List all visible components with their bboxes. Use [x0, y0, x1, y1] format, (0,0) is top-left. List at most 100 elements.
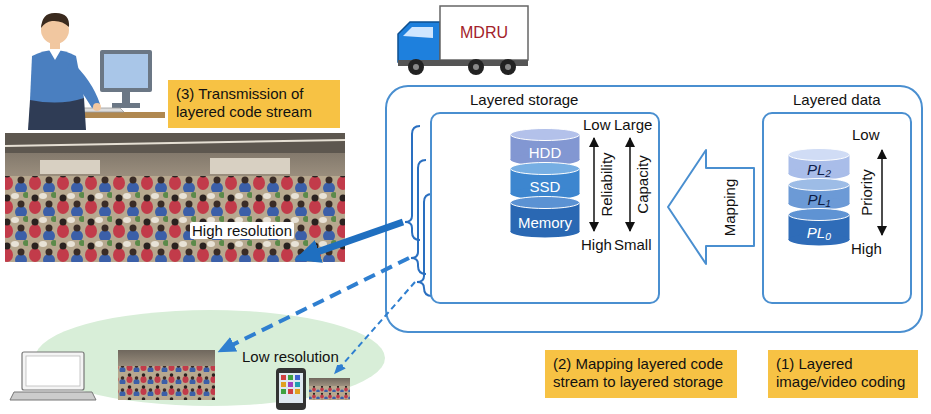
- truck-figure-part: [505, 64, 511, 70]
- scale-axis-label: Reliability: [597, 152, 614, 216]
- scale-end-label: High: [851, 240, 882, 257]
- operator-figure-part: [104, 54, 148, 88]
- crowd-photo-medium: [118, 350, 215, 400]
- cylinder-top: [789, 209, 850, 221]
- resolution-label: High resolution: [190, 222, 294, 239]
- scale-axis-label: Capacity: [633, 155, 650, 213]
- phone-figure-part: [288, 382, 293, 387]
- node-text: PL₁: [807, 191, 830, 208]
- crowd-photo-large-part: [5, 133, 345, 153]
- data-layer-cylinder: PL₂: [788, 148, 850, 180]
- crowd-photo-large-part: [210, 158, 290, 174]
- storage-cylinder: Memory: [510, 196, 580, 238]
- node-text: Memory: [518, 214, 572, 231]
- truck-figure-part: [500, 59, 516, 75]
- mid-res-arrow: [222, 258, 409, 350]
- phone-figure: [276, 368, 306, 410]
- truck-body: MDRU: [440, 6, 528, 60]
- cylinder-top: [511, 163, 580, 175]
- crowd-photo-small-part: [309, 378, 350, 400]
- phone-figure-part: [281, 375, 286, 380]
- truck-figure-part: [440, 6, 528, 60]
- data-layer-cylinder: PL₁: [788, 178, 850, 210]
- phone-figure-part: [276, 368, 306, 410]
- capacity-scale: [629, 138, 631, 231]
- group-heading: Layered data: [793, 91, 881, 109]
- operator-figure-part: [41, 13, 69, 28]
- operator-figure-part: [93, 103, 101, 111]
- phone-figure-part: [279, 373, 303, 403]
- storage-cylinder: HDD: [510, 128, 580, 166]
- step-callout: (1) Layered image/video coding: [768, 350, 918, 398]
- cylinder-top: [789, 179, 850, 191]
- reliability-scale: [593, 138, 595, 231]
- group-heading: Layered storage: [470, 91, 578, 109]
- priority-scale: [881, 150, 883, 235]
- storage-cylinder: SSD: [510, 162, 580, 200]
- crowd-photo-small-part: [309, 386, 350, 400]
- mdru-enclosure: [386, 86, 922, 332]
- phone-figure-part: [281, 382, 286, 387]
- data-group: Layered dataPL₂ PL₁ PL₀: [762, 90, 912, 304]
- truck-figure-part: [398, 22, 440, 62]
- operator-figure-part: [78, 108, 124, 112]
- layer-brackets: [405, 126, 432, 296]
- scale-end-label: Low: [583, 116, 611, 133]
- truck-figure: [398, 6, 528, 75]
- node-text: PL₀: [807, 224, 832, 241]
- laptop-figure: [10, 352, 96, 400]
- node-text: SSD: [530, 178, 561, 195]
- phone-figure-part: [288, 375, 293, 380]
- cylinder-top: [789, 149, 850, 161]
- crowd-photo-medium-part: [118, 366, 215, 400]
- operator-figure-part: [112, 103, 140, 108]
- step-callout: (2) Mapping layered code stream to layer…: [545, 350, 737, 398]
- edge-label: Mapping: [721, 178, 738, 236]
- crowd-photo-medium-part: [118, 350, 215, 400]
- cylinder-top: [511, 129, 580, 141]
- resolution-label: Low resolution: [240, 348, 341, 365]
- laptop-figure-part: [26, 356, 80, 386]
- high-res-arrow: [300, 222, 403, 258]
- node-text: PL₂: [807, 161, 831, 178]
- crowd-photo-large: [5, 133, 345, 262]
- crowd-photo-large-part: [5, 140, 345, 146]
- low-res-arrow: [336, 282, 415, 372]
- crowd-photo-large-part: [5, 133, 345, 262]
- operator-figure-part: [48, 48, 62, 60]
- crowd-photo-small: [309, 378, 350, 400]
- phone-figure-part: [295, 382, 300, 387]
- node-text: HDD: [529, 144, 562, 161]
- crowd-photo-large-part: [5, 176, 345, 262]
- truck-figure-part: [408, 59, 424, 75]
- node-text: MDRU: [460, 24, 508, 42]
- truck-figure-part: [413, 64, 419, 70]
- step-callout: (3) Transmission of layered code stream: [168, 80, 340, 128]
- scale-end-label: Large: [614, 116, 652, 133]
- operator-figure-part: [66, 60, 100, 108]
- truck-figure-part: [473, 64, 479, 70]
- truck-figure-part: [468, 59, 484, 75]
- truck-figure-part: [403, 27, 433, 38]
- data-layer-cylinder: PL₀: [788, 208, 850, 246]
- scale-end-label: High: [581, 236, 612, 253]
- cylinder-top: [511, 197, 580, 209]
- operator-figure: [28, 13, 165, 130]
- mapping-arrow: [668, 150, 754, 264]
- node-text: (1) Layered image/video coding: [776, 355, 910, 391]
- crowd-photo-large-part: [40, 160, 100, 174]
- phone-figure-part: [288, 389, 293, 394]
- node-text: (3) Transmission of layered code stream: [176, 85, 332, 121]
- node-text: (2) Mapping layered code stream to layer…: [553, 355, 729, 391]
- phone-figure-part: [281, 389, 286, 394]
- operator-figure-part: [28, 98, 86, 130]
- phone-figure-part: [295, 389, 300, 394]
- laptop-figure-part: [22, 352, 84, 390]
- phone-figure-part: [295, 375, 300, 380]
- scale-axis-label: Priority: [857, 169, 874, 216]
- operator-figure-part: [100, 50, 152, 92]
- scale-end-label: Low: [852, 126, 880, 143]
- laptop-figure-part: [10, 392, 96, 400]
